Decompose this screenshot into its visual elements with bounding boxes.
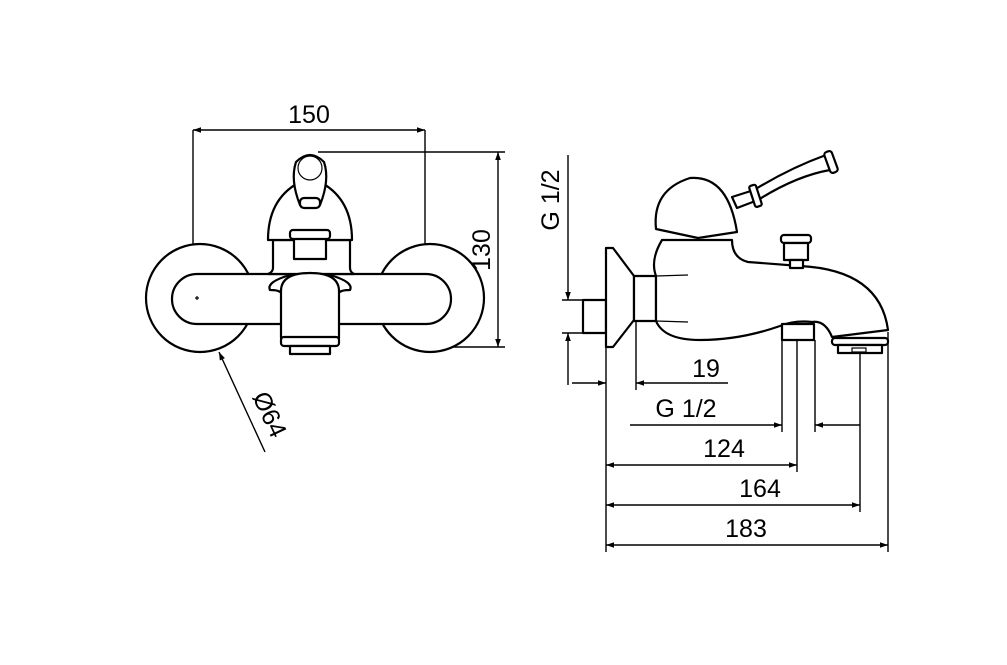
front-view: 150 130 Ø64 [144,101,505,453]
dimension-124-label: 124 [703,435,745,463]
diameter-label: Ø64 [247,387,292,442]
spout [279,271,341,340]
lever-handle [730,153,832,210]
width-dimension-label: 150 [288,101,330,129]
connection-label-horizontal: G 1/2 [655,395,716,423]
connection-label-vertical: G 1/2 [537,169,565,230]
mixer-body-side [652,238,890,342]
body-collar [632,274,658,323]
wall-plate [604,246,636,349]
wall-connector [581,298,608,335]
diameter-leader-line [218,351,266,453]
diverter-knob [292,235,328,261]
side-view: G 1/2 19 [537,150,890,552]
handle-dome-side [654,176,739,240]
dimension-164-label: 164 [739,475,781,503]
shower-outlet [780,322,816,342]
diverter-knob-side [779,233,813,245]
depth-19-label: 19 [692,355,720,383]
dimension-183-label: 183 [725,515,767,543]
